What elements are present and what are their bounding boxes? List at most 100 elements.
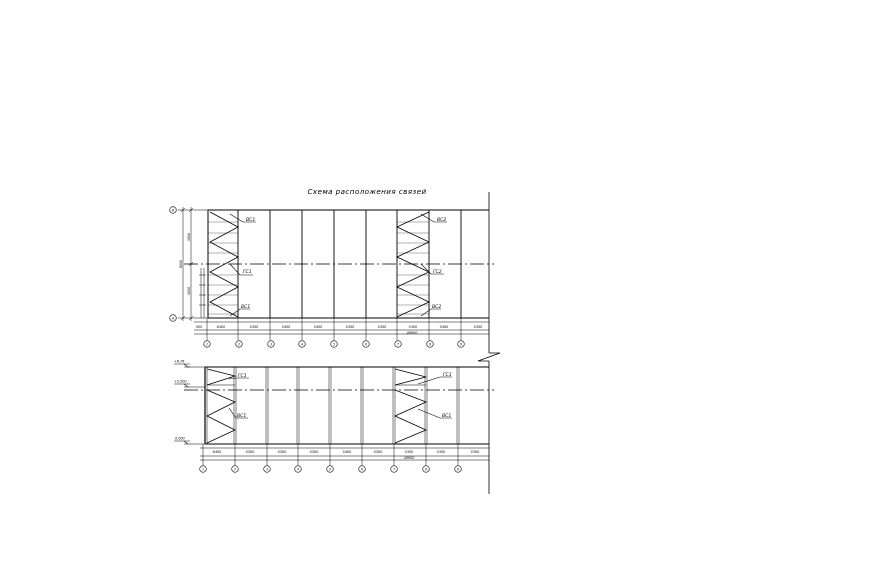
svg-text:5300: 5300 bbox=[474, 325, 483, 329]
plan-bay-dimensions: 500 6400 5300 5400 5400 5300 5300 5300 5… bbox=[196, 325, 483, 329]
plan-dimension-chains bbox=[194, 318, 489, 340]
elevation-bracing-bay-1 bbox=[206, 368, 237, 444]
elevation-columns bbox=[233, 367, 460, 444]
elevation-dimension-chains bbox=[200, 444, 489, 465]
plan-mark-vs1-bot: ВС1 bbox=[241, 304, 250, 310]
plan-axis-8: 8 bbox=[426, 340, 434, 348]
svg-text:1: 1 bbox=[202, 467, 204, 471]
svg-text:5400: 5400 bbox=[314, 325, 323, 329]
plan-mark-vs2-top: ВС2 bbox=[437, 217, 446, 223]
plan-row-axis-v: В bbox=[169, 206, 177, 214]
svg-text:6: 6 bbox=[361, 467, 363, 471]
elevation-mark-leaders bbox=[228, 376, 452, 419]
elevation-axis-9: 9 bbox=[454, 465, 462, 473]
svg-text:8: 8 bbox=[429, 342, 431, 346]
svg-text:6400: 6400 bbox=[213, 450, 222, 454]
svg-text:5: 5 bbox=[329, 467, 331, 471]
plan-bracing-bay-7 bbox=[396, 211, 430, 318]
plan-row-dimension-lines bbox=[178, 207, 208, 321]
svg-text:+6,76: +6,76 bbox=[174, 360, 184, 364]
svg-text:9: 9 bbox=[460, 342, 462, 346]
plan-axis-4: 4 bbox=[298, 340, 306, 348]
elevation-axis-1: 1 bbox=[199, 465, 207, 473]
plan-axis-1: 1 bbox=[203, 340, 211, 348]
svg-text:2: 2 bbox=[234, 467, 236, 471]
elevation-column-axes: 1 2 3 4 5 6 7 8 9 bbox=[199, 465, 462, 473]
svg-text:4: 4 bbox=[297, 467, 299, 471]
svg-text:5400: 5400 bbox=[282, 325, 291, 329]
svg-text:В: В bbox=[172, 208, 174, 212]
svg-text:5300: 5300 bbox=[346, 325, 355, 329]
plan-mark-leaders bbox=[229, 213, 447, 317]
drawing-title: Схема расположения связей bbox=[307, 187, 426, 196]
svg-text:5300: 5300 bbox=[310, 450, 319, 454]
elevation-total-dimension: 48900 bbox=[404, 456, 415, 460]
svg-text:8: 8 bbox=[425, 467, 427, 471]
elevation-bay-dimensions: 6400 5300 5300 5300 5400 5300 5300 5300 … bbox=[213, 450, 480, 454]
elevation-mark-gs1-b: ГС1 bbox=[443, 372, 452, 378]
plan-axis-2: 2 bbox=[235, 340, 243, 348]
plan-mark-vs1-top: ВС1 bbox=[246, 217, 255, 223]
elevation-bracing-bay-7 bbox=[394, 368, 428, 444]
svg-text:5300: 5300 bbox=[374, 450, 383, 454]
elevation-mark-gs1-a: ГС1 bbox=[238, 373, 247, 379]
elevation-level-mark-middle: +5,500 bbox=[174, 380, 205, 388]
plan-axis-6: 6 bbox=[362, 340, 370, 348]
elevation-axis-3: 3 bbox=[263, 465, 271, 473]
svg-text:5300: 5300 bbox=[250, 325, 259, 329]
plan-view: ВС1 ГС1 ВС1 ВС2 ГС2 ВС2 3000 3000 6000 В… bbox=[169, 206, 494, 348]
plan-column-axes: 1 2 3 4 5 6 7 8 9 bbox=[203, 340, 465, 348]
elevation-axis-7: 7 bbox=[390, 465, 398, 473]
svg-text:5: 5 bbox=[333, 342, 335, 346]
svg-text:5400: 5400 bbox=[343, 450, 352, 454]
svg-text:500: 500 bbox=[196, 325, 202, 329]
svg-text:7: 7 bbox=[393, 467, 395, 471]
elevation-axis-6: 6 bbox=[358, 465, 366, 473]
plan-axis-3: 3 bbox=[267, 340, 275, 348]
plan-bracing-bay-1 bbox=[209, 211, 239, 318]
svg-text:5300: 5300 bbox=[246, 450, 255, 454]
plan-mark-vs2-bot: ВС2 bbox=[432, 304, 441, 310]
elevation-axis-2: 2 bbox=[231, 465, 239, 473]
break-line bbox=[477, 192, 501, 494]
svg-text:5300: 5300 bbox=[405, 450, 414, 454]
svg-text:5300: 5300 bbox=[409, 325, 418, 329]
svg-text:6400: 6400 bbox=[217, 325, 226, 329]
plan-row-dim-total: 6000 bbox=[179, 260, 183, 268]
elevation-mark-vs1-b: ВС1 bbox=[442, 413, 451, 419]
svg-text:5300: 5300 bbox=[471, 450, 480, 454]
plan-mark-gs1: ГС1 bbox=[243, 269, 252, 275]
svg-text:1: 1 bbox=[206, 342, 208, 346]
svg-text:5300: 5300 bbox=[378, 325, 387, 329]
elevation-view: ГС1 ВС1 ГС1 ВС1 +6,76 +5,500 0,000 bbox=[174, 360, 494, 473]
plan-row-axis-a: А bbox=[169, 314, 177, 322]
plan-row-dim-upper: 3000 bbox=[187, 233, 191, 241]
svg-text:+5,500: +5,500 bbox=[174, 380, 187, 384]
plan-axis-5: 5 bbox=[330, 340, 338, 348]
svg-text:9: 9 bbox=[457, 467, 459, 471]
elevation-axis-8: 8 bbox=[422, 465, 430, 473]
plan-row-dim-lower: 3000 bbox=[187, 287, 191, 295]
plan-axis-7: 7 bbox=[394, 340, 402, 348]
svg-text:5300: 5300 bbox=[278, 450, 287, 454]
elevation-axis-5: 5 bbox=[326, 465, 334, 473]
svg-text:А: А bbox=[171, 316, 174, 320]
plan-mark-gs2: ГС2 bbox=[433, 269, 442, 275]
svg-text:5300: 5300 bbox=[437, 450, 446, 454]
svg-text:0,000: 0,000 bbox=[175, 437, 185, 441]
elevation-level-mark-zero: 0,000 bbox=[174, 437, 205, 445]
elevation-axis-4: 4 bbox=[294, 465, 302, 473]
plan-axis-9: 9 bbox=[457, 340, 465, 348]
svg-text:7: 7 bbox=[397, 342, 399, 346]
elevation-level-mark-top: +6,76 bbox=[174, 360, 205, 368]
svg-text:3: 3 bbox=[270, 342, 272, 346]
plan-total-dimension: 48900 bbox=[407, 331, 418, 335]
svg-text:6: 6 bbox=[365, 342, 367, 346]
plan-purlins-bay-7 bbox=[397, 221, 429, 315]
svg-text:5400: 5400 bbox=[440, 325, 449, 329]
svg-text:2: 2 bbox=[238, 342, 240, 346]
svg-text:3: 3 bbox=[266, 467, 268, 471]
elevation-mark-vs1-a: ВС1 bbox=[237, 413, 246, 419]
svg-text:4: 4 bbox=[301, 342, 303, 346]
